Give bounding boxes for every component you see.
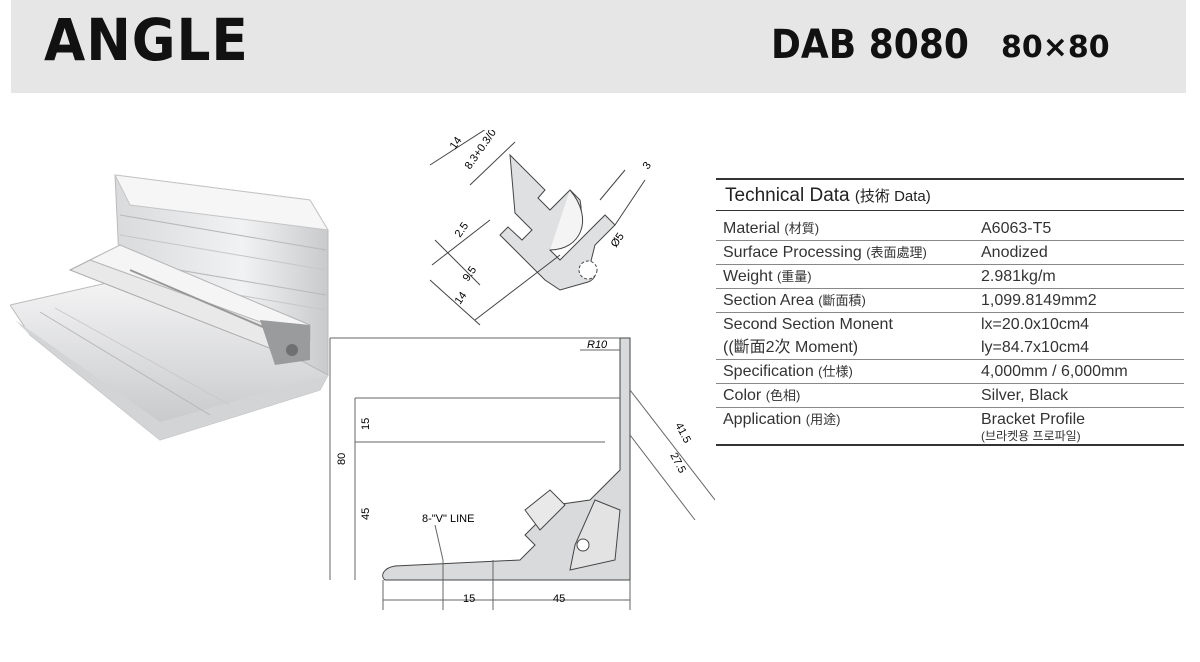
row-value: lx=20.0x10cm4 [981,316,1090,333]
table-row: Specification (仕様) 4,000mm / 6,000mm [716,359,1184,384]
dim-45-vertical: 45 [360,508,372,520]
page-title: ANGLE [44,6,249,74]
row-label: Weight [723,268,773,285]
dim-r10: R10 [587,339,608,351]
row-label-sub: (仕様) [818,364,853,379]
technical-data-title: Technical Data [725,185,850,206]
row-label-sub: (表面處理) [866,245,927,260]
technical-data-table: Technical Data (技術 Data) Material (材質) A… [716,178,1184,446]
table-row: Section Area (斷面積) 1,099.8149mm2 [716,288,1184,313]
row-value: Silver, Black [973,383,1184,408]
row-value-note: (브라켓용 프로파일) [981,429,1081,443]
table-row: Application (用途) Bracket Profile(브라켓용 프로… [716,407,1184,446]
row-value: 1,099.8149mm2 [973,288,1184,313]
table-row: Weight (重量) 2.981kg/m [716,264,1184,289]
row-label: Section Area [723,292,814,309]
dim-14-top: 14 [448,135,465,152]
row-label-sub: (斷面積) [818,293,866,308]
row-label-sub: (用途) [805,412,841,427]
row-value: Anodized [973,240,1184,265]
dim-3: 3 [641,160,654,172]
profile-3d-image [10,174,329,441]
row-label-sub: (色相) [765,388,801,403]
model-number: DAB 8080 [771,22,969,68]
row-label: Surface Processing [723,244,862,261]
row-value: A6063-T5 [973,217,1184,241]
dim-15-vertical: 15 [360,418,372,430]
row-value: ly=84.7x10cm4 [973,336,1184,360]
row-label: Color [723,387,762,404]
row-label: Specification [723,363,814,380]
dim-8-3: 8.3+0.3/0 [463,130,499,172]
table-row: Color (色相) Silver, Black [716,383,1184,408]
row-label: ((斷面2次 Moment) [723,339,859,356]
header-bar: ANGLE DAB 8080 80×80 [11,0,1186,93]
row-value: 4,000mm / 6,000mm [973,359,1184,384]
dim-41-5: 41.5 [672,421,693,446]
section-detail-drawing: 14 8.3+0.3/0 3 2.5 Ø5 9.5 14 [429,130,654,326]
table-row: Material (材質) A6063-T5 [716,217,1184,241]
cross-section-drawing: R10 15 80 41.5 27.5 45 8-"V" LINE 15 45 [329,337,715,610]
dim-45-horizontal: 45 [553,593,565,605]
technical-data-subtitle: (技術 Data) [854,188,931,205]
row-value: 2.981kg/m [973,264,1184,289]
profile-size: 80×80 [1001,30,1110,65]
v-line-label: 8-"V" LINE [422,513,474,525]
table-row: ((斷面2次 Moment) ly=84.7x10cm4 [716,336,1184,360]
row-label: Second Section Monent [723,316,893,333]
dim-dia-5: Ø5 [609,231,627,250]
row-label: Material [723,220,780,237]
row-label: Application [723,411,802,428]
table-row: Second Section Monent lx=20.0x10cm4 [716,313,1184,337]
row-label-sub: (材質) [784,221,820,236]
table-row: Surface Processing (表面處理) Anodized [716,240,1184,265]
dim-80: 80 [336,453,348,465]
row-label-sub: (重量) [776,269,812,284]
dim-15-horizontal: 15 [463,593,475,605]
dim-14-bottom: 14 [453,290,470,307]
row-value: Bracket Profile [981,411,1086,428]
dim-27-5: 27.5 [667,451,688,476]
technical-data-heading: Technical Data (技術 Data) [716,178,1184,211]
